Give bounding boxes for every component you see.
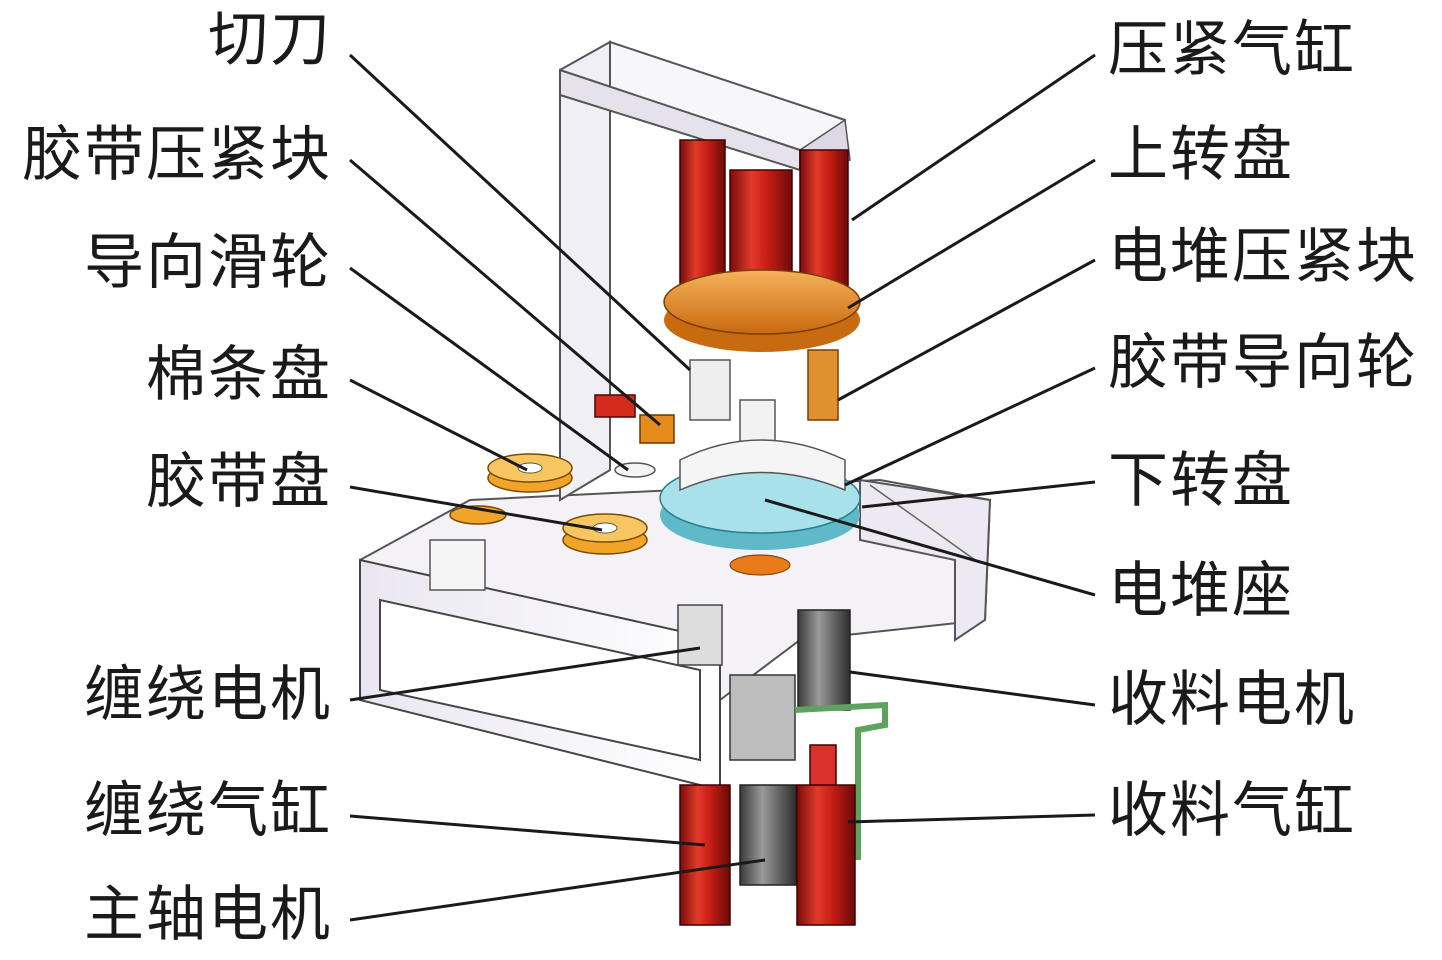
- lower-turntable: [659, 439, 861, 576]
- leader-lower-turntable: [861, 480, 1096, 509]
- leader-receiving-motor: [849, 670, 1096, 707]
- label-receiving-motor: 收料电机: [1108, 665, 1356, 735]
- leader-tape-reel: [349, 485, 603, 532]
- leader-lines: [348, 53, 1096, 922]
- label-clamp-cylinder: 压紧气缸: [1108, 15, 1356, 85]
- leader-stack-seat: [764, 498, 1096, 597]
- label-receiving-cylinder: 收料气缸: [1108, 776, 1356, 846]
- leader-upper-turntable: [847, 158, 1096, 310]
- leader-cotton-reel: [349, 378, 528, 472]
- bottom-cylinders: [679, 744, 856, 926]
- label-upper-turntable: 上转盘: [1108, 120, 1294, 190]
- lower-motors: [677, 604, 888, 886]
- label-stack-press-block: 电堆压紧块: [1108, 222, 1418, 292]
- label-tape-press-block: 胶带压紧块: [22, 120, 332, 190]
- label-tape-guide-wheel: 胶带导向轮: [1108, 328, 1418, 398]
- label-cotton-reel: 棉条盘: [146, 340, 332, 410]
- label-tape-reel: 胶带盘: [146, 447, 332, 517]
- leader-tape-guide-wheel: [844, 366, 1096, 487]
- leader-stack-press-block: [837, 258, 1096, 402]
- label-winding-motor: 缠绕电机: [84, 660, 332, 730]
- leader-guide-pulley: [349, 266, 629, 472]
- leader-tape-press-block: [349, 158, 661, 427]
- reels: [429, 453, 656, 591]
- leader-spindle-motor: [349, 858, 766, 922]
- leader-receiving-cylinder: [847, 813, 1096, 824]
- label-cutter: 切刀: [208, 5, 332, 75]
- upper-turntable: [663, 269, 861, 421]
- leader-winding-motor: [349, 646, 701, 702]
- label-guide-pulley: 导向滑轮: [84, 228, 332, 298]
- leader-winding-cylinder: [349, 814, 706, 847]
- label-lower-turntable: 下转盘: [1108, 446, 1294, 516]
- leader-clamp-cylinder: [851, 53, 1096, 222]
- leader-cutter: [348, 53, 692, 372]
- label-spindle-motor: 主轴电机: [84, 880, 332, 950]
- label-winding-cylinder: 缠绕气缸: [84, 776, 332, 846]
- label-stack-seat: 电堆座: [1108, 556, 1294, 626]
